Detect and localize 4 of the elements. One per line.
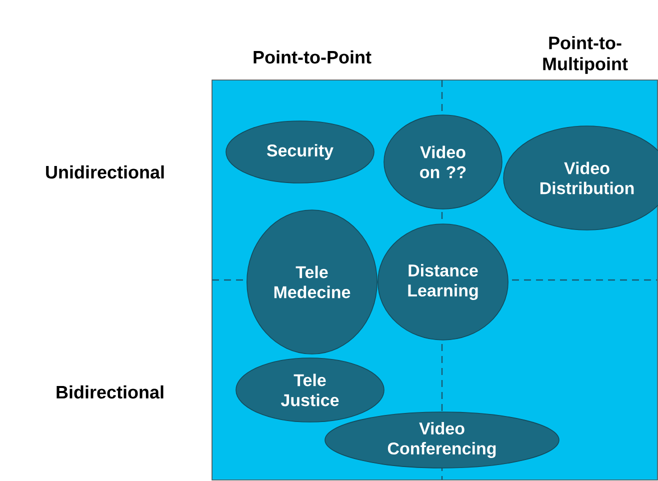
axis-label: Bidirectional [56, 385, 164, 399]
axis-label: Point-to- Multipoint [543, 36, 628, 74]
axis-label: Unidirectional [46, 165, 164, 179]
axis-label: Point-to-Point [254, 50, 372, 64]
